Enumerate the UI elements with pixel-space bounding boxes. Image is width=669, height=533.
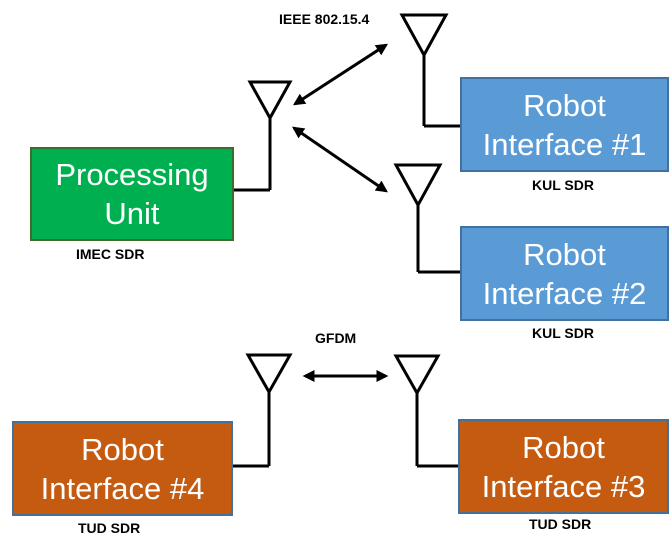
antenna-icon bbox=[393, 163, 460, 274]
antenna-icon bbox=[399, 13, 460, 128]
processing-unit-box: Processing Unit bbox=[30, 147, 234, 241]
robot-2-sdr-label: KUL SDR bbox=[532, 325, 594, 341]
double-arrow-icon bbox=[292, 126, 388, 193]
antenna-icon bbox=[233, 80, 293, 192]
robot-interface-3-box: Robot Interface #3 bbox=[458, 419, 669, 514]
processing-unit-sdr-label: IMEC SDR bbox=[76, 246, 145, 262]
link-label-ieee: IEEE 802.15.4 bbox=[279, 11, 370, 27]
robot-interface-4-box: Robot Interface #4 bbox=[12, 421, 233, 516]
double-arrow-icon bbox=[292, 43, 389, 106]
robot-1-line2: Interface #1 bbox=[482, 126, 647, 162]
processing-unit-line1: Processing bbox=[55, 157, 209, 192]
robot-4-sdr-label: TUD SDR bbox=[78, 520, 141, 533]
robot-1-sdr-label: KUL SDR bbox=[532, 177, 594, 193]
robot-3-line1: Robot bbox=[522, 429, 605, 465]
antenna-icon bbox=[393, 354, 458, 468]
robot-4-line2: Interface #4 bbox=[40, 470, 205, 506]
robot-interface-2-box: Robot Interface #2 bbox=[460, 226, 669, 321]
robot-4-line1: Robot bbox=[81, 431, 164, 467]
robot-1-line1: Robot bbox=[523, 87, 606, 123]
robot-interface-1-box: Robot Interface #1 bbox=[460, 77, 669, 172]
processing-unit-line2: Unit bbox=[104, 196, 160, 231]
robot-2-line1: Robot bbox=[523, 236, 606, 272]
link-label-gfdm: GFDM bbox=[315, 330, 357, 346]
robot-3-line2: Interface #3 bbox=[481, 468, 646, 504]
antenna-icon bbox=[233, 353, 293, 468]
robot-2-line2: Interface #2 bbox=[482, 275, 647, 311]
robot-3-sdr-label: TUD SDR bbox=[529, 516, 592, 532]
